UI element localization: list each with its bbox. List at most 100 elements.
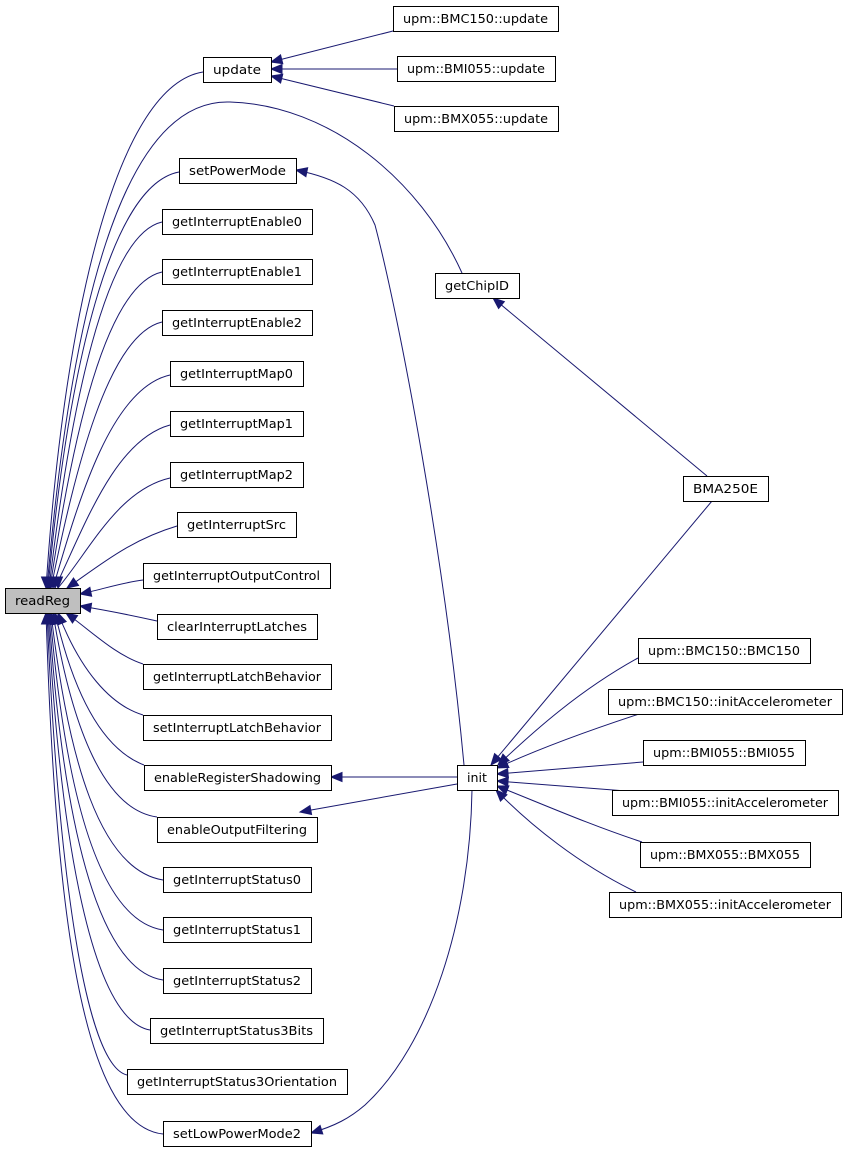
- node-box[interactable]: [143, 664, 332, 690]
- node-box[interactable]: [643, 740, 806, 766]
- node-label: getInterruptOutputControl: [153, 568, 320, 583]
- node-box[interactable]: [143, 715, 332, 741]
- node-box[interactable]: [163, 968, 312, 994]
- node-box[interactable]: [143, 563, 331, 589]
- node-bmx055-update[interactable]: upm::BMX055::update: [394, 106, 559, 132]
- node-label: clearInterruptLatches: [167, 619, 307, 634]
- edge-line: [45, 71, 204, 589]
- edge-clearinterruptlatches-to-readreg: [78, 602, 158, 622]
- node-bmc150-ctor[interactable]: upm::BMC150::BMC150: [638, 638, 811, 664]
- node-box[interactable]: [163, 1121, 312, 1147]
- node-getinterruptenable0[interactable]: getInterruptEnable0: [162, 209, 313, 235]
- node-box[interactable]: [457, 765, 498, 791]
- node-getinterruptmap1[interactable]: getInterruptMap1: [170, 411, 304, 437]
- node-box[interactable]: [393, 6, 559, 32]
- node-update[interactable]: update: [203, 57, 272, 83]
- node-getinterruptsrc[interactable]: getInterruptSrc: [177, 512, 297, 538]
- node-label: getInterruptLatchBehavior: [153, 669, 322, 684]
- node-box[interactable]: [397, 56, 556, 82]
- node-setpowermode[interactable]: setPowerMode: [179, 158, 297, 184]
- node-box[interactable]: [162, 209, 313, 235]
- node-clearinterruptlatches[interactable]: clearInterruptLatches: [157, 614, 318, 640]
- arrowhead: [269, 73, 284, 84]
- node-box[interactable]: [640, 842, 811, 868]
- node-bmc150-initacc[interactable]: upm::BMC150::initAccelerometer: [608, 689, 843, 715]
- node-setlowpowermode2[interactable]: setLowPowerMode2: [163, 1121, 312, 1147]
- edge-line: [47, 612, 151, 1031]
- edge-line: [295, 169, 465, 766]
- node-box[interactable]: [163, 867, 312, 893]
- node-box[interactable]: [203, 57, 272, 83]
- edge-init-to-enableoutputfiltering: [298, 783, 458, 816]
- node-label: setLowPowerMode2: [173, 1126, 301, 1141]
- node-getchipid[interactable]: getChipID: [435, 273, 520, 299]
- node-enableoutputfiltering[interactable]: enableOutputFiltering: [157, 817, 318, 843]
- node-readreg[interactable]: readReg: [5, 588, 81, 614]
- arrowhead: [329, 771, 343, 783]
- node-box[interactable]: [609, 892, 842, 918]
- node-getinterruptenable2[interactable]: getInterruptEnable2: [162, 310, 313, 336]
- edge-setpowermode-to-readreg: [42, 171, 180, 590]
- node-getinterruptlatchbehavior[interactable]: getInterruptLatchBehavior: [143, 664, 332, 690]
- node-getinterruptstatus2[interactable]: getInterruptStatus2: [163, 968, 312, 994]
- node-bmi055-initacc[interactable]: upm::BMI055::initAccelerometer: [612, 790, 839, 816]
- node-box[interactable]: [683, 476, 769, 502]
- node-box[interactable]: [435, 273, 520, 299]
- node-box[interactable]: [5, 588, 81, 614]
- edge-line: [270, 30, 394, 63]
- node-box[interactable]: [608, 689, 843, 715]
- node-box[interactable]: [162, 310, 313, 336]
- edge-line: [57, 477, 171, 589]
- node-setinterruptlatchbehavior[interactable]: setInterruptLatchBehavior: [143, 715, 332, 741]
- node-box[interactable]: [177, 512, 297, 538]
- edge-bmi055-ctor-to-init: [495, 761, 644, 779]
- node-getinterruptstatus1[interactable]: getInterruptStatus1: [163, 917, 312, 943]
- edge-line: [66, 525, 178, 589]
- node-box[interactable]: [638, 638, 811, 664]
- node-box[interactable]: [144, 765, 332, 791]
- edge-bmx055-initacc-to-init: [495, 789, 637, 893]
- node-init[interactable]: init: [457, 765, 498, 791]
- node-box[interactable]: [127, 1069, 348, 1095]
- node-getinterruptstatus0[interactable]: getInterruptStatus0: [163, 867, 312, 893]
- edge-line: [50, 321, 163, 589]
- node-bmi055-update[interactable]: upm::BMI055::update: [397, 56, 556, 82]
- node-label: upm::BMX055::initAccelerometer: [619, 897, 832, 912]
- arrowhead: [64, 612, 79, 624]
- node-getinterruptmap0[interactable]: getInterruptMap0: [170, 361, 304, 387]
- arrowhead: [495, 789, 508, 802]
- node-box[interactable]: [157, 817, 318, 843]
- node-getinterruptstatus3bits[interactable]: getInterruptStatus3Bits: [150, 1018, 324, 1044]
- edge-getinterruptmap2-to-readreg: [52, 477, 171, 590]
- arrowhead: [269, 54, 284, 65]
- node-getinterruptoutputcontrol[interactable]: getInterruptOutputControl: [143, 563, 331, 589]
- node-box[interactable]: [179, 158, 297, 184]
- node-getinterruptenable1[interactable]: getInterruptEnable1: [162, 259, 313, 285]
- node-bma250e[interactable]: BMA250E: [683, 476, 769, 502]
- node-box[interactable]: [394, 106, 559, 132]
- node-label: getInterruptStatus3Bits: [160, 1023, 313, 1038]
- node-bmi055-ctor[interactable]: upm::BMI055::BMI055: [643, 740, 806, 766]
- arrowhead: [495, 785, 510, 796]
- node-getinterruptmap2[interactable]: getInterruptMap2: [170, 462, 304, 488]
- node-enableregistershadowing[interactable]: enableRegisterShadowing: [144, 765, 332, 791]
- node-bmx055-initacc[interactable]: upm::BMX055::initAccelerometer: [609, 892, 842, 918]
- node-box[interactable]: [170, 462, 304, 488]
- node-box[interactable]: [170, 411, 304, 437]
- node-box[interactable]: [163, 917, 312, 943]
- node-bmc150-update[interactable]: upm::BMC150::update: [393, 6, 559, 32]
- node-bmx055-ctor[interactable]: upm::BMX055::BMX055: [640, 842, 811, 868]
- edge-bma250e-to-init: [490, 500, 713, 767]
- edge-line: [497, 657, 639, 766]
- node-box[interactable]: [612, 790, 839, 816]
- arrowhead: [40, 611, 52, 625]
- arrowhead: [52, 576, 64, 590]
- node-box[interactable]: [157, 614, 318, 640]
- edge-line: [47, 171, 180, 589]
- edge-bma250e-to-getchipid: [491, 297, 708, 477]
- node-getinterruptstatus3orientation[interactable]: getInterruptStatus3Orientation: [127, 1069, 348, 1095]
- node-box[interactable]: [162, 259, 313, 285]
- node-box[interactable]: [170, 361, 304, 387]
- node-box[interactable]: [150, 1018, 324, 1044]
